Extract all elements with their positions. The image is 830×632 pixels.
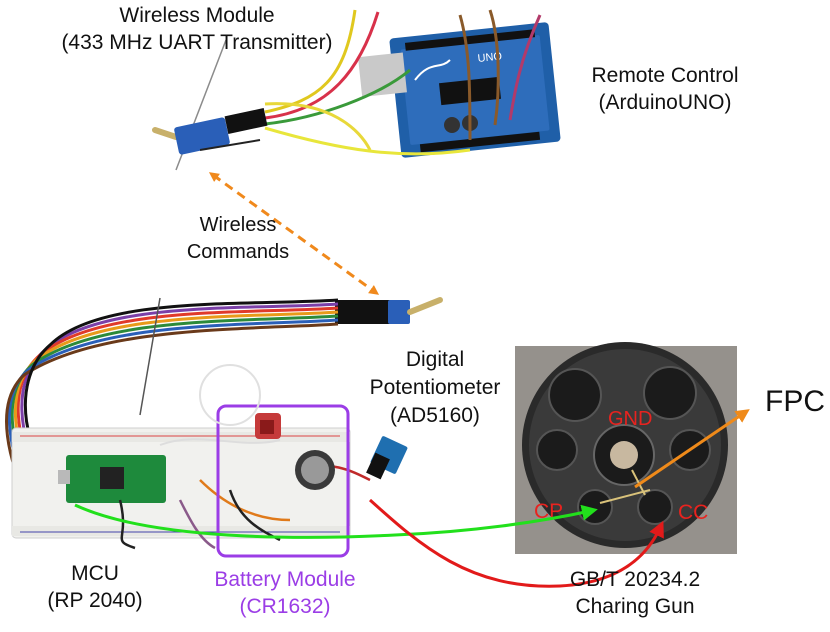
wireless-module-subtitle: (433 MHz UART Transmitter) bbox=[61, 31, 333, 54]
wireless-module-title: Wireless Module bbox=[119, 4, 275, 27]
wireless-commands-label: Wireless Commands bbox=[163, 212, 313, 266]
fpc-arrow bbox=[634, 409, 750, 489]
remote-control-label: Remote Control (ArduinoUNO) bbox=[560, 62, 770, 116]
remote-control-title: Remote Control bbox=[591, 64, 739, 87]
charging-gun-title: GB/T 20234.2 bbox=[569, 568, 701, 591]
digital-potentiometer-line1: Digital bbox=[405, 348, 465, 371]
mcu-board bbox=[58, 455, 166, 503]
digital-potentiometer-line2: Potentiometer bbox=[369, 376, 501, 399]
pin-label-gnd: GND bbox=[608, 408, 652, 430]
battery-module-box bbox=[216, 404, 350, 558]
battery-module-title: Battery Module bbox=[214, 568, 356, 591]
wireless-commands-arrow bbox=[208, 172, 380, 295]
pin-label-cc: CC bbox=[678, 501, 708, 524]
wireless-module-label: Wireless Module (433 MHz UART Transmitte… bbox=[12, 2, 382, 56]
cc-connection-arrow bbox=[368, 498, 664, 588]
wireless-transmitter bbox=[152, 108, 268, 155]
mcu-subtitle: (RP 2040) bbox=[47, 589, 143, 612]
battery-module-label: Battery Module (CR1632) bbox=[185, 566, 385, 620]
transmitter-wires bbox=[264, 9, 542, 156]
battery-module-subtitle: (CR1632) bbox=[239, 595, 331, 618]
cp-connection-arrow bbox=[74, 503, 598, 539]
mcu-wiring bbox=[118, 438, 371, 550]
remote-control-subtitle: (ArduinoUNO) bbox=[598, 91, 732, 114]
wire-loop bbox=[199, 364, 261, 426]
battery-holder bbox=[255, 413, 335, 490]
fpc-label: FPC bbox=[765, 385, 825, 418]
wireless-receiver bbox=[335, 297, 443, 324]
wireless-commands-line2: Commands bbox=[186, 241, 290, 263]
digital-potentiometer-line3: (AD5160) bbox=[390, 404, 480, 427]
charging-gun-subtitle: Charing Gun bbox=[575, 595, 695, 618]
digital-potentiometer-label: Digital Potentiometer (AD5160) bbox=[360, 346, 510, 430]
antenna-wire bbox=[139, 297, 161, 416]
mcu-title: MCU bbox=[71, 562, 119, 585]
digital-potentiometer-chip bbox=[366, 436, 408, 480]
charging-gun-label: GB/T 20234.2 Charing Gun bbox=[540, 566, 730, 620]
wireless-commands-line1: Wireless bbox=[199, 214, 277, 236]
mcu-label: MCU (RP 2040) bbox=[20, 560, 170, 614]
